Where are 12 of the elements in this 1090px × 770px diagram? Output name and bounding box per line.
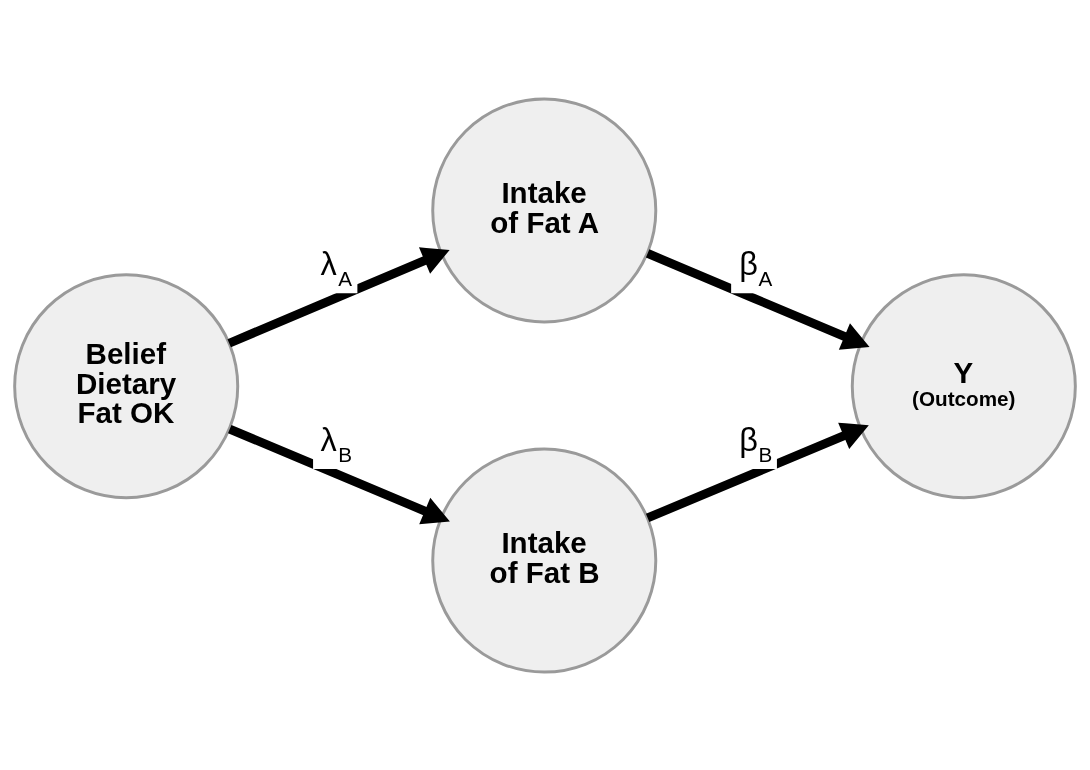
edge-label: λ$_{A}$: [320, 245, 352, 290]
arrow: [228, 424, 450, 524]
arrow: [645, 248, 870, 350]
node-circle: Intake of Fat B: [431, 447, 658, 674]
arrow: [227, 246, 450, 347]
edge-label: β$_{A}$: [739, 245, 773, 290]
node-circle: Belief Dietary Fat OK: [13, 272, 240, 499]
edge-label: β$_{B}$: [739, 421, 773, 466]
arrow: [645, 422, 869, 522]
edge-label: λ$_{B}$: [320, 421, 352, 466]
node-circle: Y (Outcome): [850, 272, 1077, 499]
node-circle: Intake of Fat A: [431, 96, 658, 323]
